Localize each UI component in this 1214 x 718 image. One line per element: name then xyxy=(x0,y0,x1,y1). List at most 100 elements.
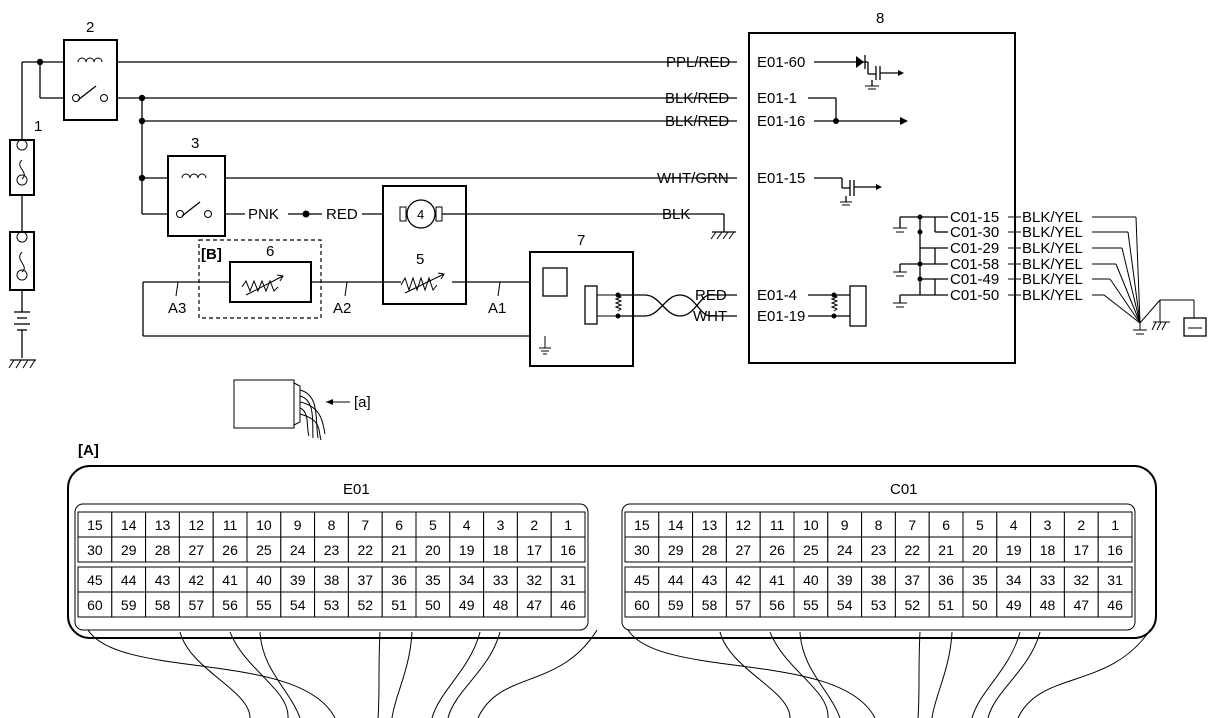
pin-number: 26 xyxy=(769,542,785,558)
pin-number: 12 xyxy=(736,517,752,533)
ground-terminal-label: C01-15 xyxy=(950,209,999,226)
pin-number: 41 xyxy=(769,572,785,588)
pin-cell xyxy=(111,536,147,563)
pin-number: 14 xyxy=(121,517,137,533)
pin-cell xyxy=(516,536,552,563)
pin-number: 25 xyxy=(803,542,819,558)
pin-number: 6 xyxy=(395,517,403,533)
connector-body xyxy=(74,503,589,631)
sensor-6: [B] 6 xyxy=(198,239,322,319)
pin-number: 50 xyxy=(972,597,988,613)
wire-a3: A3 xyxy=(168,300,186,317)
pin-number: 33 xyxy=(1040,572,1056,588)
pin-cell xyxy=(861,536,896,563)
pin-cell xyxy=(996,536,1032,563)
pin-number: 46 xyxy=(1107,597,1123,613)
pin-number: 1 xyxy=(1111,517,1119,533)
pin-number: 51 xyxy=(391,597,407,613)
pin-cell xyxy=(280,511,316,538)
pin-cell xyxy=(246,591,282,618)
pin-cell xyxy=(1097,536,1133,563)
pin-number: 7 xyxy=(361,517,369,533)
pin-cell xyxy=(962,511,998,538)
pin-number: 44 xyxy=(121,572,137,588)
connector-name: E01 xyxy=(343,481,370,498)
pin-number: 49 xyxy=(1006,597,1022,613)
wire-blk-red-2: BLK/RED xyxy=(665,113,729,130)
pin-number: 59 xyxy=(121,597,137,613)
pin-cell xyxy=(1097,511,1133,538)
pin-number: 8 xyxy=(328,517,336,533)
pin-cell xyxy=(483,511,518,538)
pin-number: 18 xyxy=(1040,542,1056,558)
pin-number: 44 xyxy=(668,572,684,588)
pin-number: 40 xyxy=(256,572,272,588)
pin-cell xyxy=(793,591,829,618)
ground-point xyxy=(1092,216,1207,337)
pin-cell xyxy=(483,591,518,618)
pin-cell xyxy=(314,591,349,618)
pin-cell xyxy=(1063,511,1099,538)
pin-cell xyxy=(483,566,518,593)
pin-number: 38 xyxy=(871,572,887,588)
pin-cell xyxy=(827,591,863,618)
pin-number: 2 xyxy=(1077,517,1085,533)
pin-number: 28 xyxy=(155,542,171,558)
pin-number: 10 xyxy=(256,517,272,533)
pin-cell xyxy=(212,591,248,618)
pin-cell xyxy=(793,511,829,538)
fan-relay: 3 xyxy=(167,135,226,237)
ground-wire-label: BLK/YEL xyxy=(1022,287,1083,304)
terminal-e01-19: E01-19 xyxy=(757,308,805,325)
pin-number: 40 xyxy=(803,572,819,588)
wire-blk-motor: BLK xyxy=(662,206,690,223)
pin-cell xyxy=(996,591,1032,618)
pin-cell xyxy=(759,591,795,618)
pin-cell xyxy=(861,591,896,618)
pin-number: 17 xyxy=(527,542,543,558)
pin-number: 37 xyxy=(358,572,374,588)
wire-red-motor: RED xyxy=(326,206,358,223)
pin-number: 47 xyxy=(527,597,543,613)
component-1-number: 1 xyxy=(34,118,42,135)
label-A: [A] xyxy=(78,442,99,459)
pin-cell xyxy=(550,511,586,538)
pin-cell xyxy=(449,511,485,538)
wire-ppl-red: PPL/RED xyxy=(666,54,730,71)
pin-cell xyxy=(314,511,349,538)
component-7-number: 7 xyxy=(577,232,585,249)
pin-cell xyxy=(1030,566,1065,593)
pin-cell xyxy=(1097,591,1133,618)
pin-cell xyxy=(827,566,863,593)
pin-number: 53 xyxy=(324,597,340,613)
pin-number: 26 xyxy=(222,542,238,558)
wire-harness xyxy=(87,629,1151,718)
pin-number: 16 xyxy=(560,542,576,558)
pin-number: 35 xyxy=(425,572,441,588)
terminal-e01-1: E01-1 xyxy=(757,90,797,107)
pin-number: 13 xyxy=(155,517,171,533)
pin-number: 54 xyxy=(290,597,306,613)
pin-number: 51 xyxy=(938,597,954,613)
pin-cell xyxy=(1030,591,1065,618)
pin-number: 14 xyxy=(668,517,684,533)
pin-cell xyxy=(759,536,795,563)
pin-cell xyxy=(550,591,586,618)
pin-number: 27 xyxy=(736,542,752,558)
pin-number: 43 xyxy=(155,572,171,588)
pin-cell xyxy=(347,591,383,618)
pin-number: 36 xyxy=(391,572,407,588)
pin-number: 54 xyxy=(837,597,853,613)
pin-number: 33 xyxy=(493,572,509,588)
pin-cell xyxy=(347,536,383,563)
pin-number: 48 xyxy=(1040,597,1056,613)
pin-cell xyxy=(692,591,727,618)
component-6-number: 6 xyxy=(266,243,274,260)
pin-number: 58 xyxy=(155,597,171,613)
pin-number: 45 xyxy=(87,572,103,588)
pin-number: 9 xyxy=(294,517,302,533)
pin-cell xyxy=(145,566,180,593)
pin-number: 47 xyxy=(1074,597,1090,613)
